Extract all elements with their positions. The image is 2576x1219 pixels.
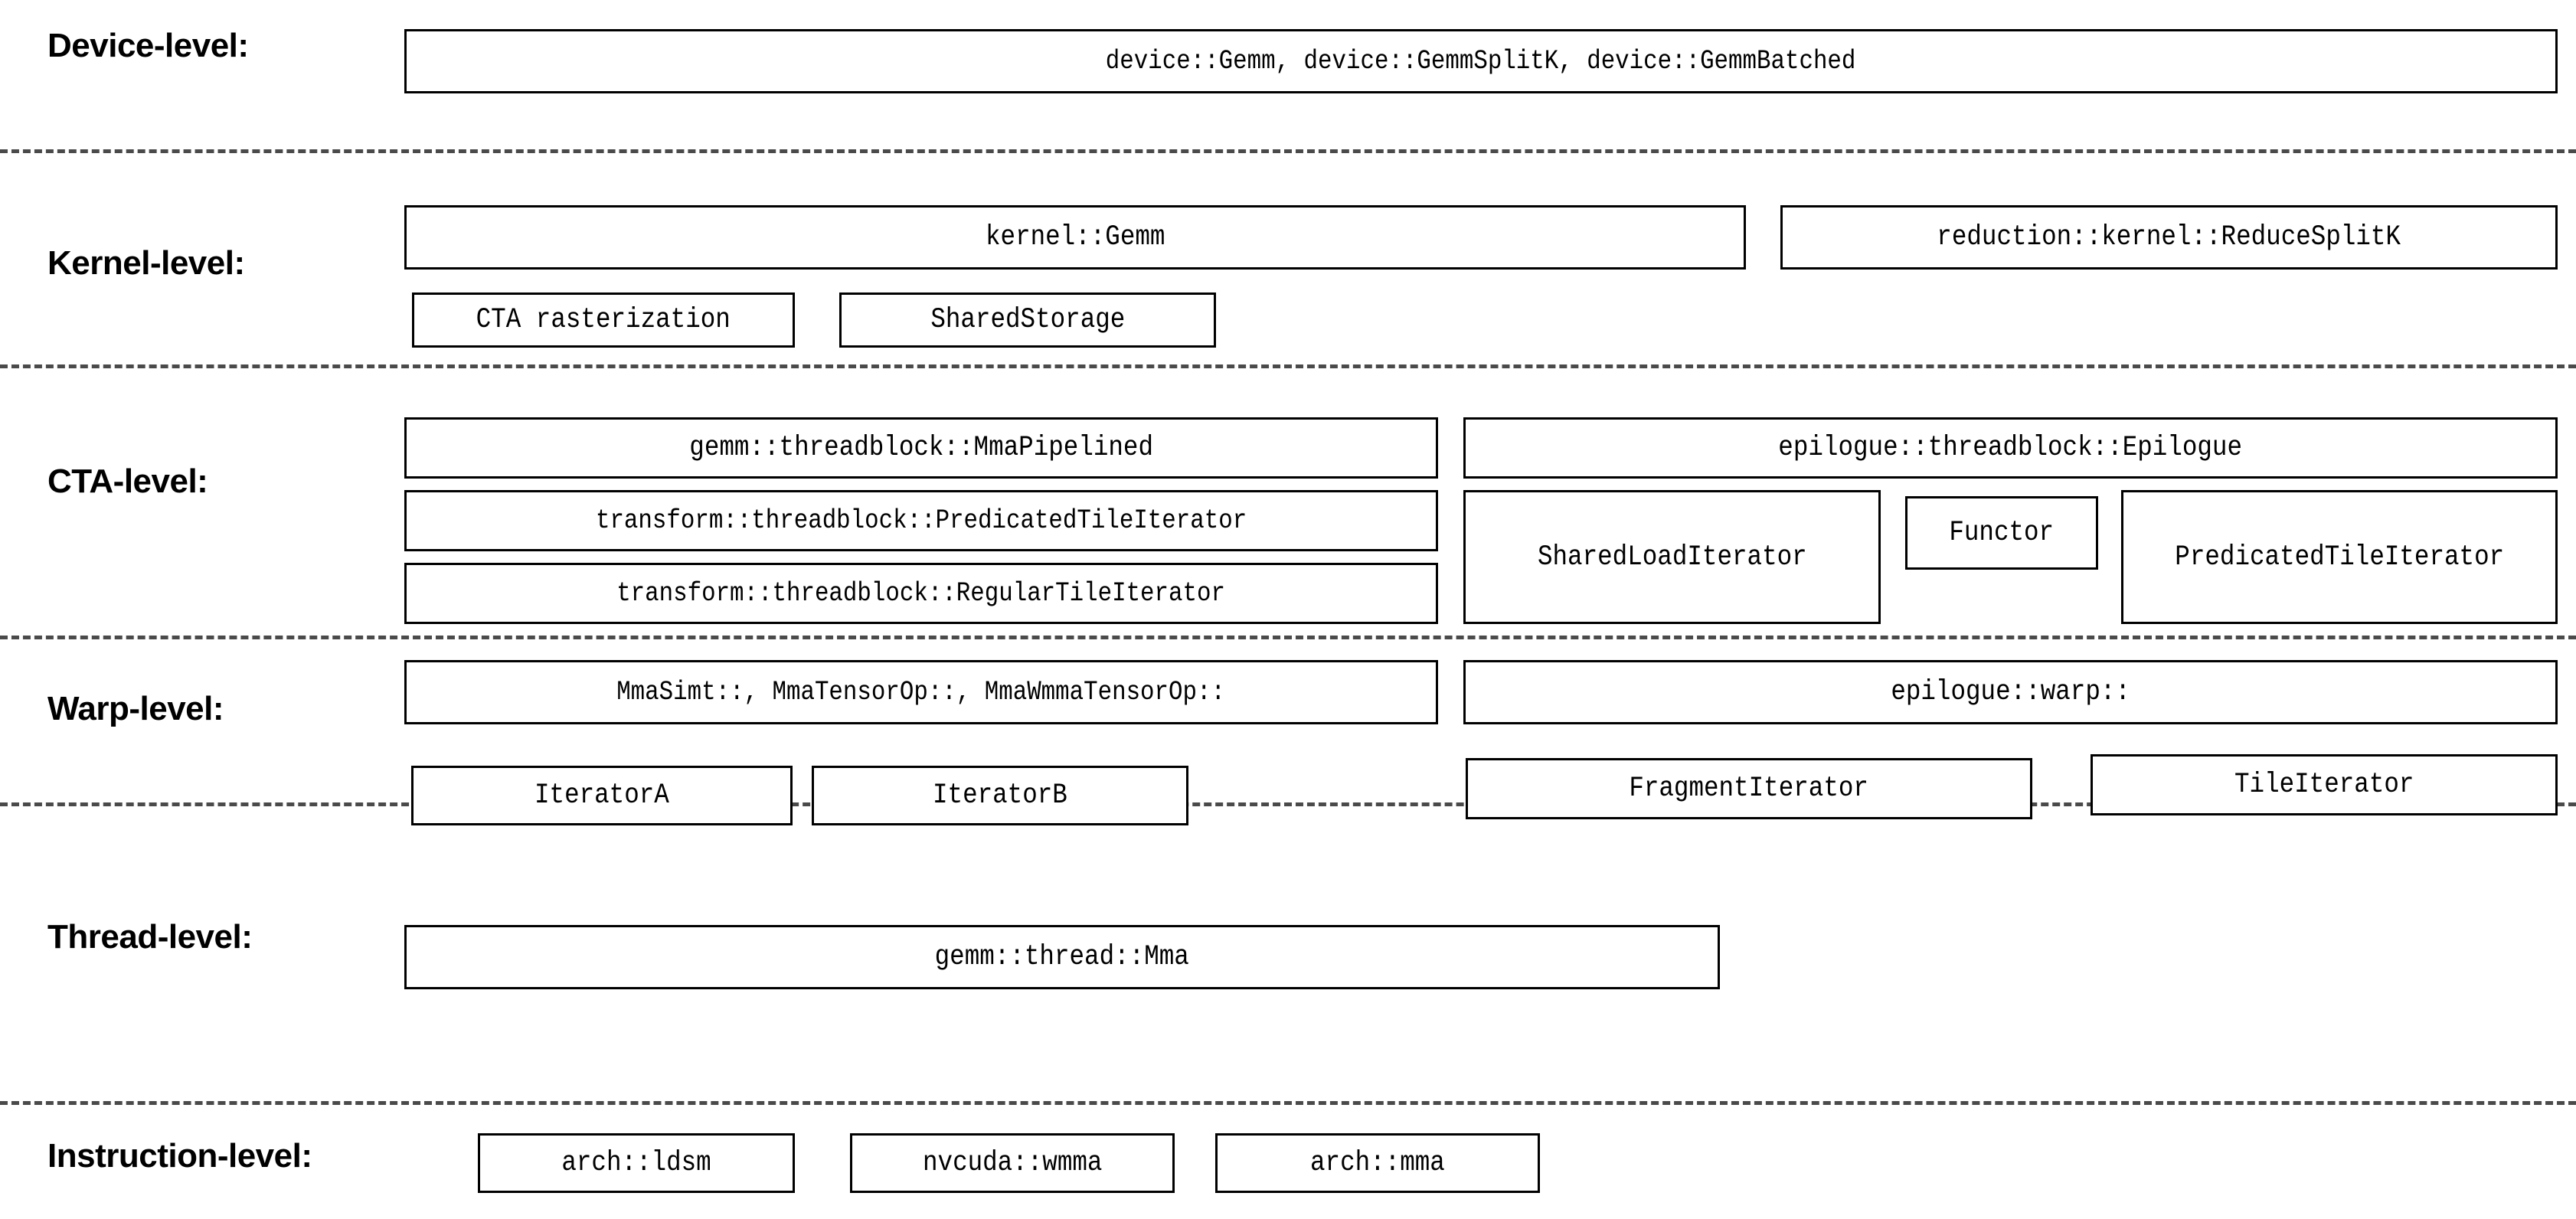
iterator-b-box-text: IteratorB xyxy=(933,779,1067,812)
sharedstorage-box-text: SharedStorage xyxy=(930,304,1126,336)
level-label-warp: Warp-level: xyxy=(47,690,224,727)
tileiterator-box-text: TileIterator xyxy=(2234,769,2414,801)
tileiterator-box: TileIterator xyxy=(2091,754,2558,815)
iterator-b-box: IteratorB xyxy=(812,766,1188,825)
level-label-instruction: Instruction-level: xyxy=(47,1137,312,1175)
arch-ldsm-box: arch::ldsm xyxy=(478,1133,795,1193)
functor-box-text: Functor xyxy=(1949,517,2055,549)
epilogue-warp-box: epilogue::warp:: xyxy=(1463,660,2558,724)
transform-predicatedtileiterator-box: transform::threadblock::PredicatedTileIt… xyxy=(404,490,1438,551)
level-separator-0 xyxy=(0,149,2576,153)
arch-mma-box-text: arch::mma xyxy=(1310,1147,1445,1179)
transform-regulartileiterator-box: transform::threadblock::RegularTileItera… xyxy=(404,563,1438,624)
reduction-reducesplitk-box: reduction::kernel::ReduceSplitK xyxy=(1780,205,2558,270)
mma-ops-box: MmaSimt::, MmaTensorOp::, MmaWmmaTensorO… xyxy=(404,660,1438,724)
level-label-kernel: Kernel-level: xyxy=(47,244,245,282)
epilogue-predicatedtileiterator-box-text: PredicatedTileIterator xyxy=(2175,541,2504,574)
gemm-threadblock-mmapipelined-box-text: gemm::threadblock::MmaPipelined xyxy=(689,432,1153,464)
functor-box: Functor xyxy=(1905,496,2098,570)
level-label-device: Device-level: xyxy=(47,27,249,64)
iterator-a-box: IteratorA xyxy=(411,766,793,825)
level-separator-1 xyxy=(0,364,2576,368)
transform-regulartileiterator-box-text: transform::threadblock::RegularTileItera… xyxy=(616,578,1226,609)
nvcuda-wmma-box: nvcuda::wmma xyxy=(850,1133,1175,1193)
cta-rasterization-box-text: CTA rasterization xyxy=(476,304,731,336)
level-label-thread: Thread-level: xyxy=(47,918,253,956)
epilogue-threadblock-epilogue-box: epilogue::threadblock::Epilogue xyxy=(1463,417,2558,479)
fragmentiterator-box-text: FragmentIterator xyxy=(1629,773,1869,805)
iterator-a-box-text: IteratorA xyxy=(534,779,669,812)
level-label-cta: CTA-level: xyxy=(47,462,208,500)
gemm-thread-mma-box: gemm::thread::Mma xyxy=(404,925,1720,989)
mma-ops-box-text: MmaSimt::, MmaTensorOp::, MmaWmmaTensorO… xyxy=(616,677,1226,708)
sharedloaditerator-box: SharedLoadIterator xyxy=(1463,490,1881,624)
kernel-gemm-box: kernel::Gemm xyxy=(404,205,1746,270)
sharedloaditerator-box-text: SharedLoadIterator xyxy=(1537,541,1807,574)
sharedstorage-box: SharedStorage xyxy=(839,292,1216,348)
reduction-reducesplitk-box-text: reduction::kernel::ReduceSplitK xyxy=(1937,221,2401,253)
gemm-thread-mma-box-text: gemm::thread::Mma xyxy=(934,941,1190,973)
level-separator-4 xyxy=(0,1101,2576,1105)
arch-ldsm-box-text: arch::ldsm xyxy=(561,1147,711,1179)
level-separator-2 xyxy=(0,636,2576,639)
fragmentiterator-box: FragmentIterator xyxy=(1466,758,2032,819)
arch-mma-box: arch::mma xyxy=(1215,1133,1540,1193)
device-gemm-box-text: device::Gemm, device::GemmSplitK, device… xyxy=(1106,46,1856,77)
epilogue-threadblock-epilogue-box-text: epilogue::threadblock::Epilogue xyxy=(1778,432,2243,464)
gemm-threadblock-mmapipelined-box: gemm::threadblock::MmaPipelined xyxy=(404,417,1438,479)
epilogue-predicatedtileiterator-box: PredicatedTileIterator xyxy=(2121,490,2558,624)
cta-rasterization-box: CTA rasterization xyxy=(412,292,795,348)
level-separator-3 xyxy=(0,802,2576,806)
epilogue-warp-box-text: epilogue::warp:: xyxy=(1891,676,2130,708)
transform-predicatedtileiterator-box-text: transform::threadblock::PredicatedTileIt… xyxy=(595,505,1247,536)
nvcuda-wmma-box-text: nvcuda::wmma xyxy=(922,1147,1103,1179)
device-gemm-box: device::Gemm, device::GemmSplitK, device… xyxy=(404,29,2558,93)
kernel-gemm-box-text: kernel::Gemm xyxy=(985,221,1165,253)
